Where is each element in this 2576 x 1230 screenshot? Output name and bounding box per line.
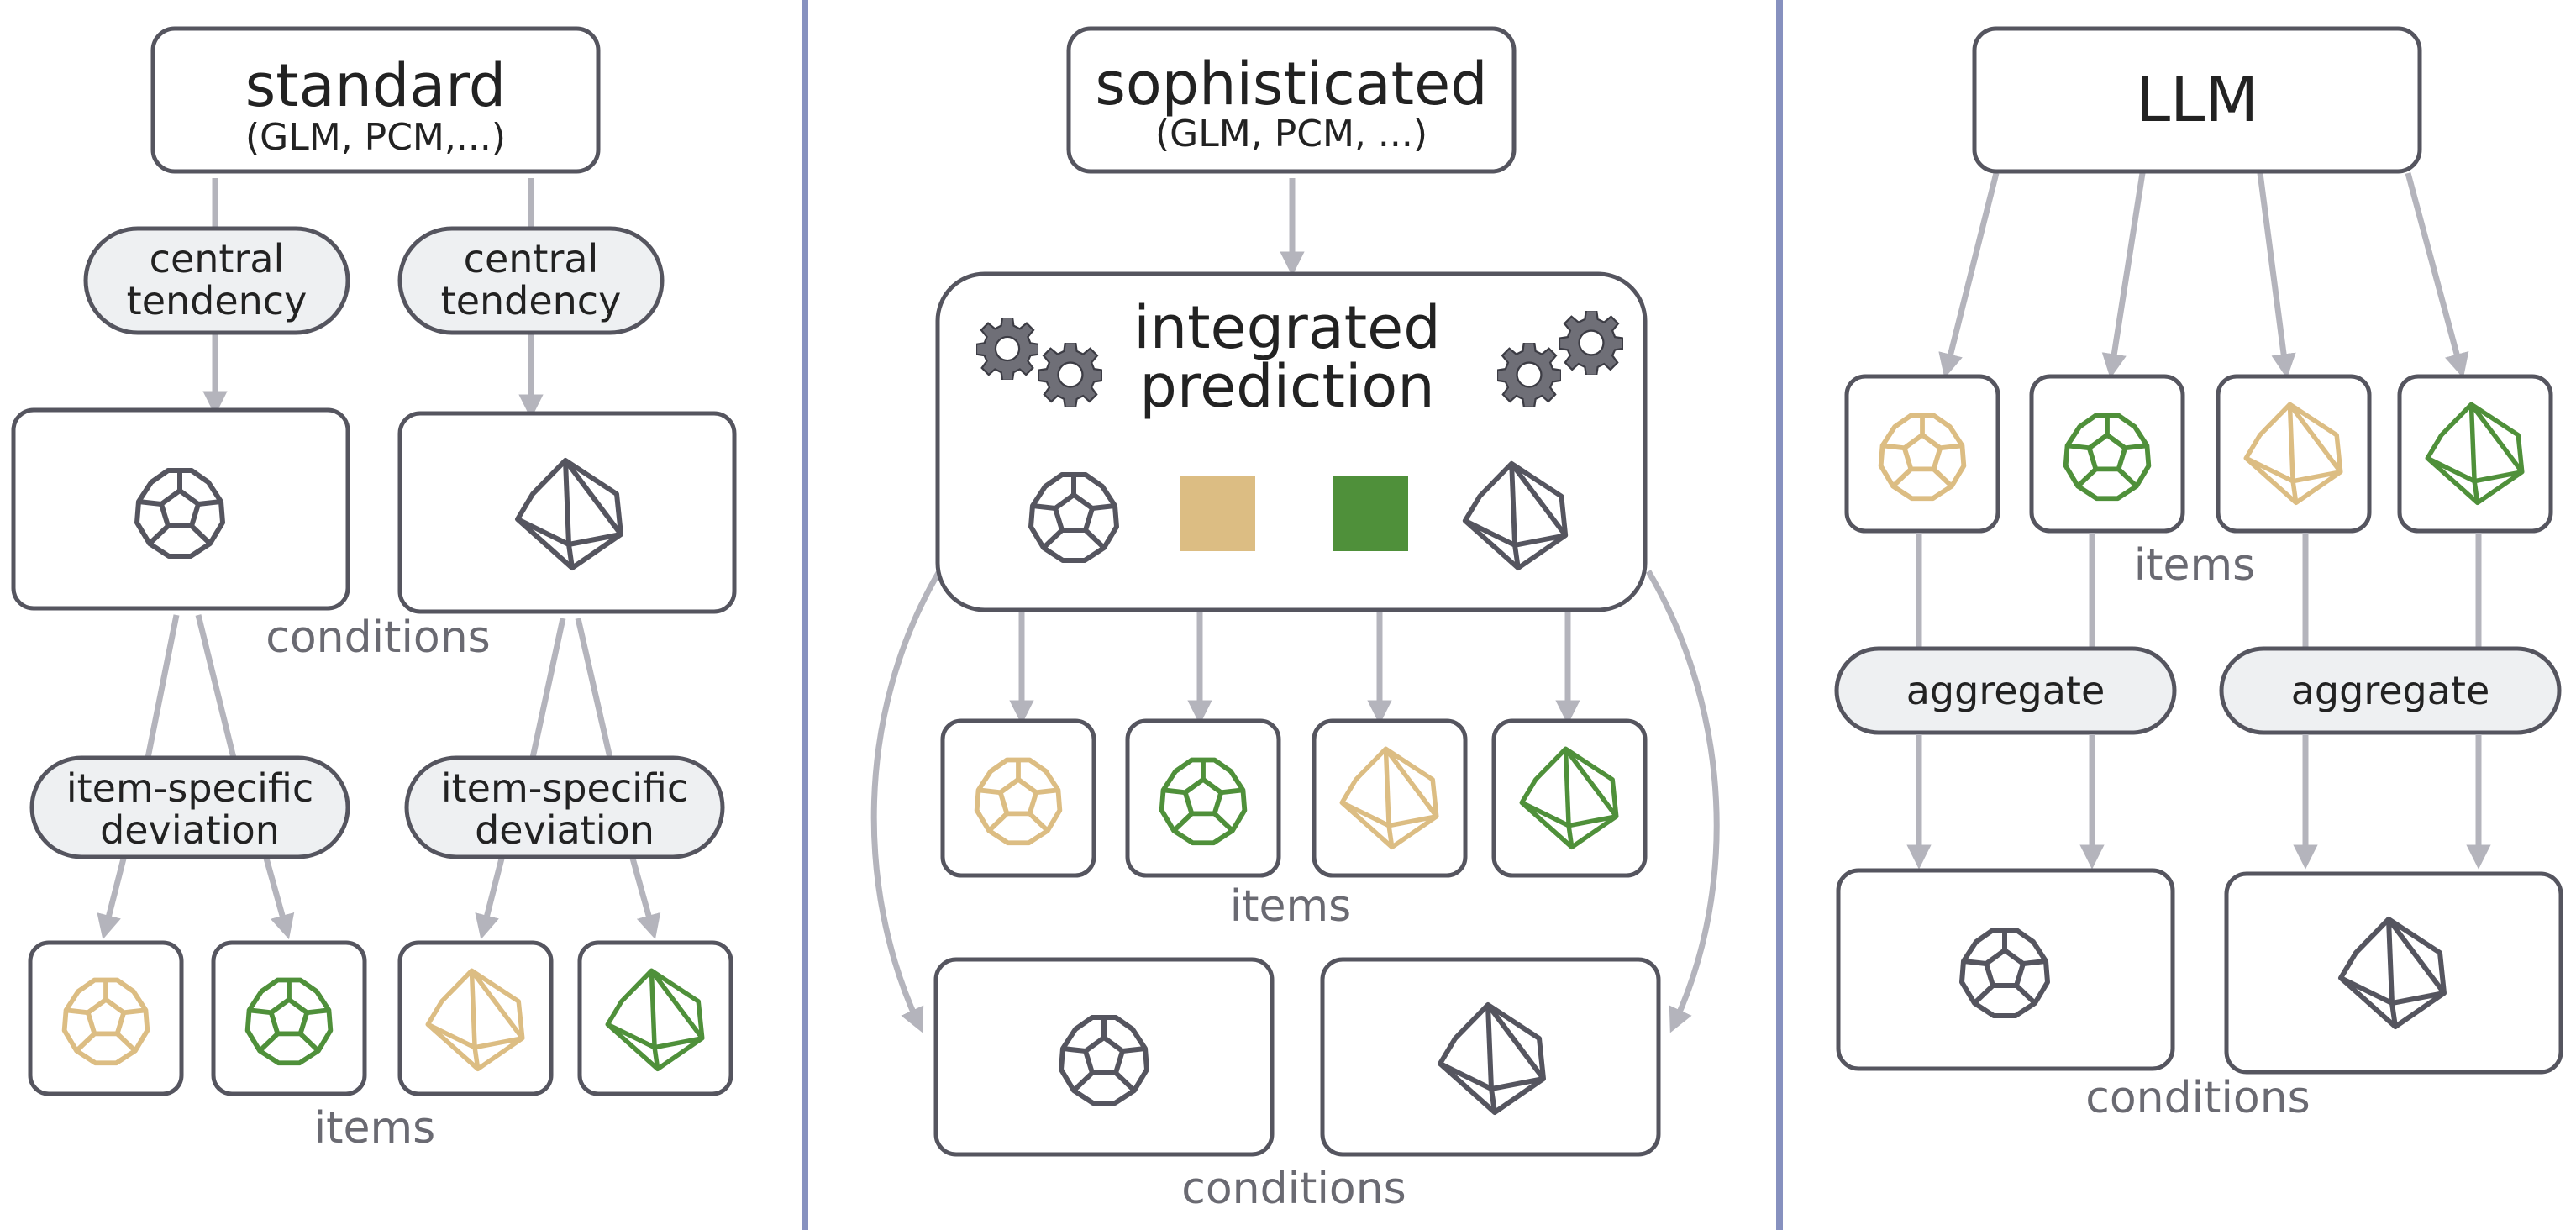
items-caption: items xyxy=(314,1103,436,1154)
integrated-label-line2: prediction xyxy=(1139,352,1434,421)
gear-icon xyxy=(1497,343,1561,407)
aggregate-label: aggregate xyxy=(1906,668,2105,713)
sophisticated-subtitle: (GLM, PCM, ...) xyxy=(1155,113,1427,155)
item-box xyxy=(940,718,1096,878)
pill-label-line1: central xyxy=(464,236,599,281)
items-caption: items xyxy=(1230,881,1352,932)
central-tendency-pill-left xyxy=(83,226,350,335)
dev-label-line2: deviation xyxy=(100,807,280,853)
item-specific-deviation-pill xyxy=(29,755,350,859)
conditions-caption: conditions xyxy=(265,612,491,663)
panel-standard: standard (GLM, PCM,...) central tendency… xyxy=(11,26,737,1154)
gear-icon xyxy=(1559,311,1623,375)
sophisticated-title-box xyxy=(1066,26,1517,174)
condition-box xyxy=(2224,871,2563,1075)
gear-icon xyxy=(1038,343,1102,407)
item-box xyxy=(211,940,367,1096)
llm-title: LLM xyxy=(2136,64,2258,136)
dev-label-line2: deviation xyxy=(475,807,655,853)
standard-title-box xyxy=(150,26,601,174)
aggregate-pill xyxy=(2219,646,2562,735)
pill-label-line2: tendency xyxy=(441,278,622,323)
item-specific-deviation-pill xyxy=(404,755,725,859)
aggregate-pill xyxy=(1834,646,2177,735)
condition-box xyxy=(933,957,1275,1157)
condition-box xyxy=(1836,868,2175,1071)
condition-box xyxy=(11,407,350,611)
central-tendency-pill-right xyxy=(397,226,665,335)
items-caption: items xyxy=(2134,540,2256,591)
tan-square-icon xyxy=(1180,476,1255,551)
item-box xyxy=(2029,374,2185,534)
standard-title: standard xyxy=(245,51,507,120)
panel-sophisticated: sophisticated (GLM, PCM, ...) integrated… xyxy=(870,26,1720,1214)
llm-title-box xyxy=(1972,26,2422,174)
gear-icon xyxy=(976,318,1038,380)
conditions-caption: conditions xyxy=(1181,1164,1406,1214)
green-square-icon xyxy=(1333,476,1408,551)
pill-label-line2: tendency xyxy=(127,278,308,323)
pill-label-line1: central xyxy=(150,236,285,281)
aggregate-label: aggregate xyxy=(2291,668,2490,713)
dev-label-line1: item-specific xyxy=(441,765,688,811)
integrated-label-line1: integrated xyxy=(1133,293,1440,362)
dev-label-line1: item-specific xyxy=(66,765,313,811)
panel-llm: LLM items aggregate aggregate conditions xyxy=(1834,26,2563,1123)
sophisticated-title: sophisticated xyxy=(1095,50,1487,118)
item-box xyxy=(1844,374,2000,534)
standard-subtitle: (GLM, PCM,...) xyxy=(245,116,506,159)
item-box xyxy=(28,940,184,1096)
item-box xyxy=(1125,718,1281,878)
conditions-caption: conditions xyxy=(2085,1073,2311,1123)
